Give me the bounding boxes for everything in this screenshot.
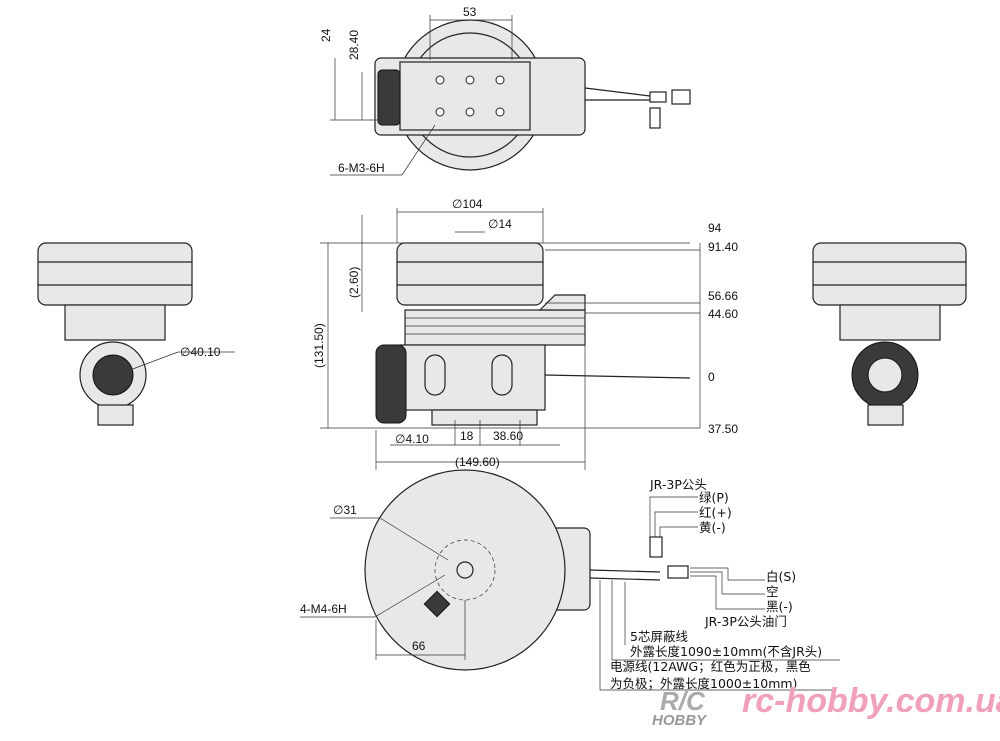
wire-green: 绿(P) <box>699 490 729 505</box>
front-view: ∅104 ∅14 94 91.40 56.66 44.60 0 37.50 (1… <box>312 197 738 470</box>
dim-18: 18 <box>460 429 474 443</box>
thread-label-m3: 6-M3-6H <box>338 161 385 175</box>
heatsink <box>404 309 586 346</box>
logo-rc: R/C <box>660 686 706 716</box>
dim-total-height: (131.50) <box>312 323 326 368</box>
right-view <box>812 242 967 426</box>
power-cable-label: 电源线(12AWG；红色为正极，黑色 <box>610 659 811 674</box>
throttle-connector-label: JR-3P公头油门 <box>704 614 787 629</box>
esc-body-top <box>374 57 586 136</box>
watermark-site: rc-hobby.com.ua <box>742 682 1000 720</box>
power-cable-length: 为负极；外露长度1000±10mm) <box>610 676 797 691</box>
watermark: R/C HOBBY rc-hobby.com.ua <box>652 682 1000 729</box>
wire-black: 黑(-) <box>766 599 793 614</box>
motor-base-bottom <box>364 469 566 671</box>
motor-drum-front <box>396 242 544 306</box>
left-view: ∅40.10 <box>37 242 235 426</box>
dim-66: 66 <box>412 639 426 653</box>
dim-37-50: 37.50 <box>708 422 738 436</box>
shield-cable-length: 外露长度1090±10mm(不含JR头) <box>630 644 822 659</box>
dim-0: 0 <box>708 370 715 384</box>
dim-28-40: 28.40 <box>347 30 361 60</box>
shield-cable-label: 5芯屏蔽线 <box>630 629 688 644</box>
wiring-labels: JR-3P公头 绿(P) 红(+) 黄(-) 白(S) 空 黑(-) JR-3P… <box>599 477 840 691</box>
top-view: 53 24 28.40 6-M3-6H <box>319 5 691 176</box>
dim-dia-14: ∅14 <box>488 217 512 231</box>
dim-53: 53 <box>463 5 477 19</box>
wire-empty: 空 <box>766 584 779 599</box>
dim-hole-dia: ∅4.10 <box>395 432 429 446</box>
dim-dia-104: ∅104 <box>452 197 483 211</box>
wire-white: 白(S) <box>766 569 796 584</box>
dim-91-40: 91.40 <box>708 240 738 254</box>
dim-94: 94 <box>708 221 722 235</box>
jr-connector-label: JR-3P公头 <box>649 477 707 492</box>
dim-dia-40-10: ∅40.10 <box>180 345 221 359</box>
dim-44-60: 44.60 <box>708 307 738 321</box>
dim-gap-2-60: (2.60) <box>347 267 361 298</box>
dim-38-60: 38.60 <box>493 429 523 443</box>
bottom-view: ∅31 4-M4-6H 66 <box>300 469 689 671</box>
dim-24: 24 <box>319 28 333 42</box>
dim-56-66: 56.66 <box>708 289 738 303</box>
dim-dia-31: ∅31 <box>333 503 357 517</box>
dim-total-length: (149.60) <box>455 455 500 469</box>
esc-cap <box>375 344 407 424</box>
wire-red: 红(+) <box>699 505 732 520</box>
wire-yellow: 黄(-) <box>699 520 726 535</box>
thread-label-m4: 4-M4-6H <box>300 602 347 616</box>
logo-hobby: HOBBY <box>652 712 708 729</box>
